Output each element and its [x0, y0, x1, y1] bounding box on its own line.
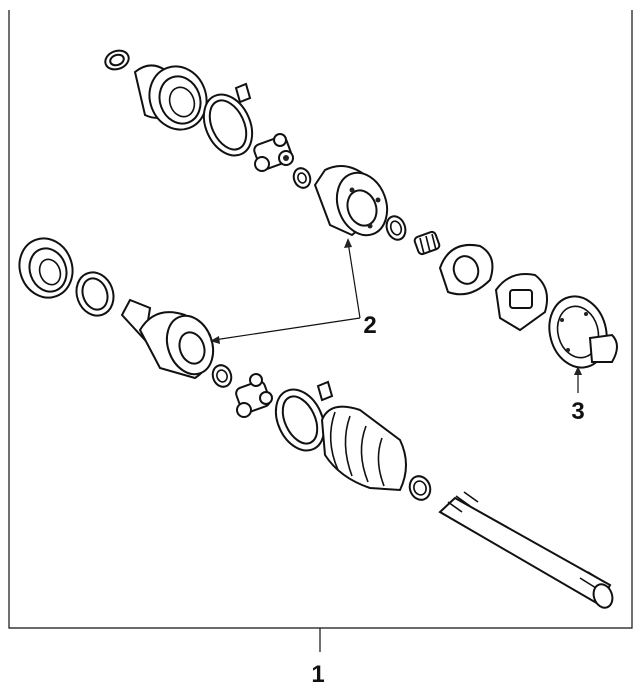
upper-boot-clamp[interactable]	[195, 82, 262, 163]
lower-o-ring[interactable]	[71, 267, 120, 321]
upper-spacer-ring[interactable]	[383, 214, 408, 243]
assembly-frame	[8, 10, 633, 652]
cv-boot[interactable]	[320, 405, 407, 492]
lower-circlip[interactable]	[210, 363, 234, 390]
lower-boot-clamp[interactable]	[267, 380, 334, 459]
upper-snap-ring[interactable]	[103, 47, 132, 72]
hub-bearing-unit[interactable]	[542, 290, 618, 374]
outer-cv-joint[interactable]	[133, 58, 215, 137]
inner-joint-housing-lower[interactable]	[120, 298, 221, 381]
dust-shield[interactable]	[438, 244, 494, 296]
needle-bearing[interactable]	[413, 230, 441, 256]
axle-shaft[interactable]	[438, 491, 616, 610]
boot-small-clamp[interactable]	[406, 473, 433, 502]
lower-tripod-spider[interactable]	[234, 373, 273, 418]
upper-tripod-spider[interactable]	[253, 133, 294, 172]
backing-plate[interactable]	[494, 273, 548, 332]
callout-3: 3	[571, 398, 584, 425]
leader-lines	[210, 238, 582, 393]
inner-joint-housing-upper[interactable]	[313, 165, 395, 243]
callout-1: 1	[311, 661, 324, 688]
upper-circlip[interactable]	[291, 166, 313, 190]
callout-2: 2	[363, 312, 376, 339]
lower-end-cap[interactable]	[11, 231, 80, 305]
